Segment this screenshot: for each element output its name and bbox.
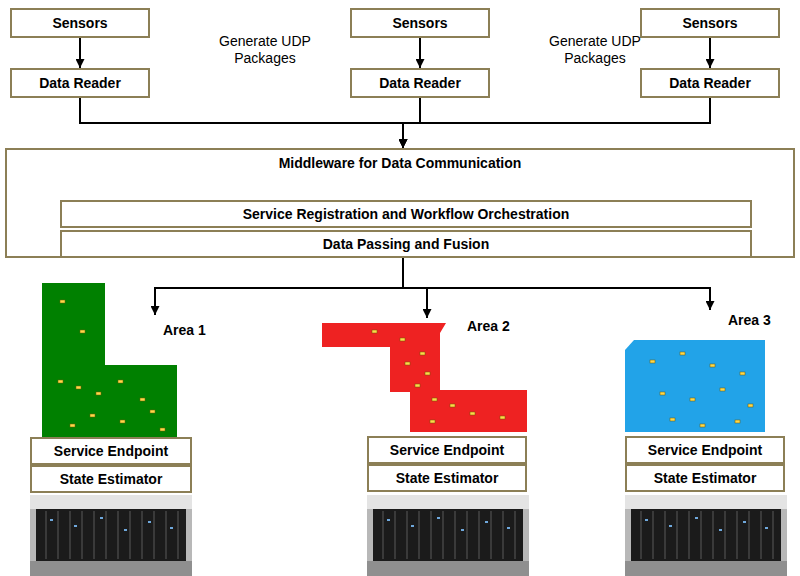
box-label: Sensors xyxy=(392,15,447,32)
region-outline xyxy=(625,340,765,432)
process-box: Data Reader xyxy=(10,68,150,98)
box-label: Sensors xyxy=(52,15,107,32)
server-rack xyxy=(30,495,192,576)
bus-marker xyxy=(140,398,145,401)
bus-marker xyxy=(710,364,715,367)
box-label: Data Reader xyxy=(379,75,461,92)
connector-arrow xyxy=(79,38,81,68)
connector-arrow xyxy=(403,98,710,148)
process-box: Data Reader xyxy=(350,68,490,98)
bus-marker xyxy=(670,418,675,421)
bus-marker xyxy=(372,330,377,333)
server-rack xyxy=(625,495,787,576)
process-box: State Estimator xyxy=(367,464,527,492)
box-label: Middleware for Data Communication xyxy=(279,155,522,172)
bus-marker xyxy=(58,380,63,383)
process-box: Data Passing and Fusion xyxy=(60,230,752,258)
server-rack xyxy=(367,495,529,576)
process-box: Sensors xyxy=(10,8,150,38)
bus-marker xyxy=(425,372,430,375)
process-box: Sensors xyxy=(640,8,780,38)
area-label: Area 2 xyxy=(467,318,510,335)
connector-arrow xyxy=(403,258,710,310)
box-label: Data Reader xyxy=(39,75,121,92)
box-label: State Estimator xyxy=(396,470,499,487)
bus-marker xyxy=(735,420,740,423)
box-label: Sensors xyxy=(682,15,737,32)
bus-marker xyxy=(500,416,505,419)
area-label: Area 3 xyxy=(728,312,771,329)
bus-marker xyxy=(420,352,425,355)
process-box: Service Endpoint xyxy=(30,437,192,465)
bus-marker xyxy=(76,386,81,389)
box-label: Data Passing and Fusion xyxy=(323,236,489,253)
bus-marker xyxy=(150,410,155,413)
bus-marker xyxy=(650,360,655,363)
box-label: Service Registration and Workflow Orches… xyxy=(243,206,569,223)
bus-marker xyxy=(660,392,665,395)
bus-marker xyxy=(430,420,435,423)
box-label: State Estimator xyxy=(654,470,757,487)
bus-marker xyxy=(415,384,420,387)
bus-marker xyxy=(680,352,685,355)
box-label: Service Endpoint xyxy=(648,442,762,459)
annotation-text: Generate UDP Packages xyxy=(212,33,318,67)
bus-marker xyxy=(70,424,75,427)
box-label: State Estimator xyxy=(60,471,163,488)
bus-marker xyxy=(405,362,410,365)
middleware-box: Middleware for Data CommunicationService… xyxy=(5,148,795,258)
bus-marker xyxy=(60,300,65,303)
region-shape xyxy=(622,310,782,434)
box-label: Data Reader xyxy=(669,75,751,92)
region-outline xyxy=(42,283,177,437)
annotation-text: Generate UDP Packages xyxy=(542,33,648,67)
bus-marker xyxy=(450,404,455,407)
process-box: Service Registration and Workflow Orches… xyxy=(60,200,752,228)
process-box: State Estimator xyxy=(625,464,785,492)
connector-arrow xyxy=(80,98,403,148)
connector-arrow xyxy=(419,38,421,68)
area-region: Area 1 xyxy=(40,315,210,437)
bus-marker xyxy=(96,392,101,395)
bus-marker xyxy=(720,388,725,391)
region-shape xyxy=(320,318,530,434)
region-outline xyxy=(322,323,527,432)
bus-marker xyxy=(90,414,95,417)
box-label: Service Endpoint xyxy=(54,443,168,460)
bus-marker xyxy=(470,412,475,415)
bus-marker xyxy=(700,424,705,427)
process-box: Sensors xyxy=(350,8,490,38)
process-box: Service Endpoint xyxy=(367,436,527,464)
bus-markers xyxy=(372,330,505,423)
bus-marker xyxy=(432,398,437,401)
area-region: Area 2 xyxy=(320,318,530,434)
bus-markers xyxy=(58,300,165,431)
box-label: Service Endpoint xyxy=(390,442,504,459)
bus-marker xyxy=(400,338,405,341)
bus-marker xyxy=(690,398,695,401)
area-label: Area 1 xyxy=(163,322,206,339)
bus-marker xyxy=(160,428,165,431)
area-region: Area 3 xyxy=(622,310,782,434)
connector-arrow xyxy=(155,258,403,315)
bus-marker xyxy=(740,372,745,375)
process-box: Data Reader xyxy=(640,68,780,98)
bus-marker xyxy=(748,404,753,407)
process-box: State Estimator xyxy=(30,465,192,493)
bus-marker xyxy=(120,420,125,423)
connector-arrow xyxy=(709,38,711,68)
bus-markers xyxy=(650,352,753,427)
process-box: Service Endpoint xyxy=(625,436,785,464)
bus-marker xyxy=(80,330,85,333)
bus-marker xyxy=(118,380,123,383)
